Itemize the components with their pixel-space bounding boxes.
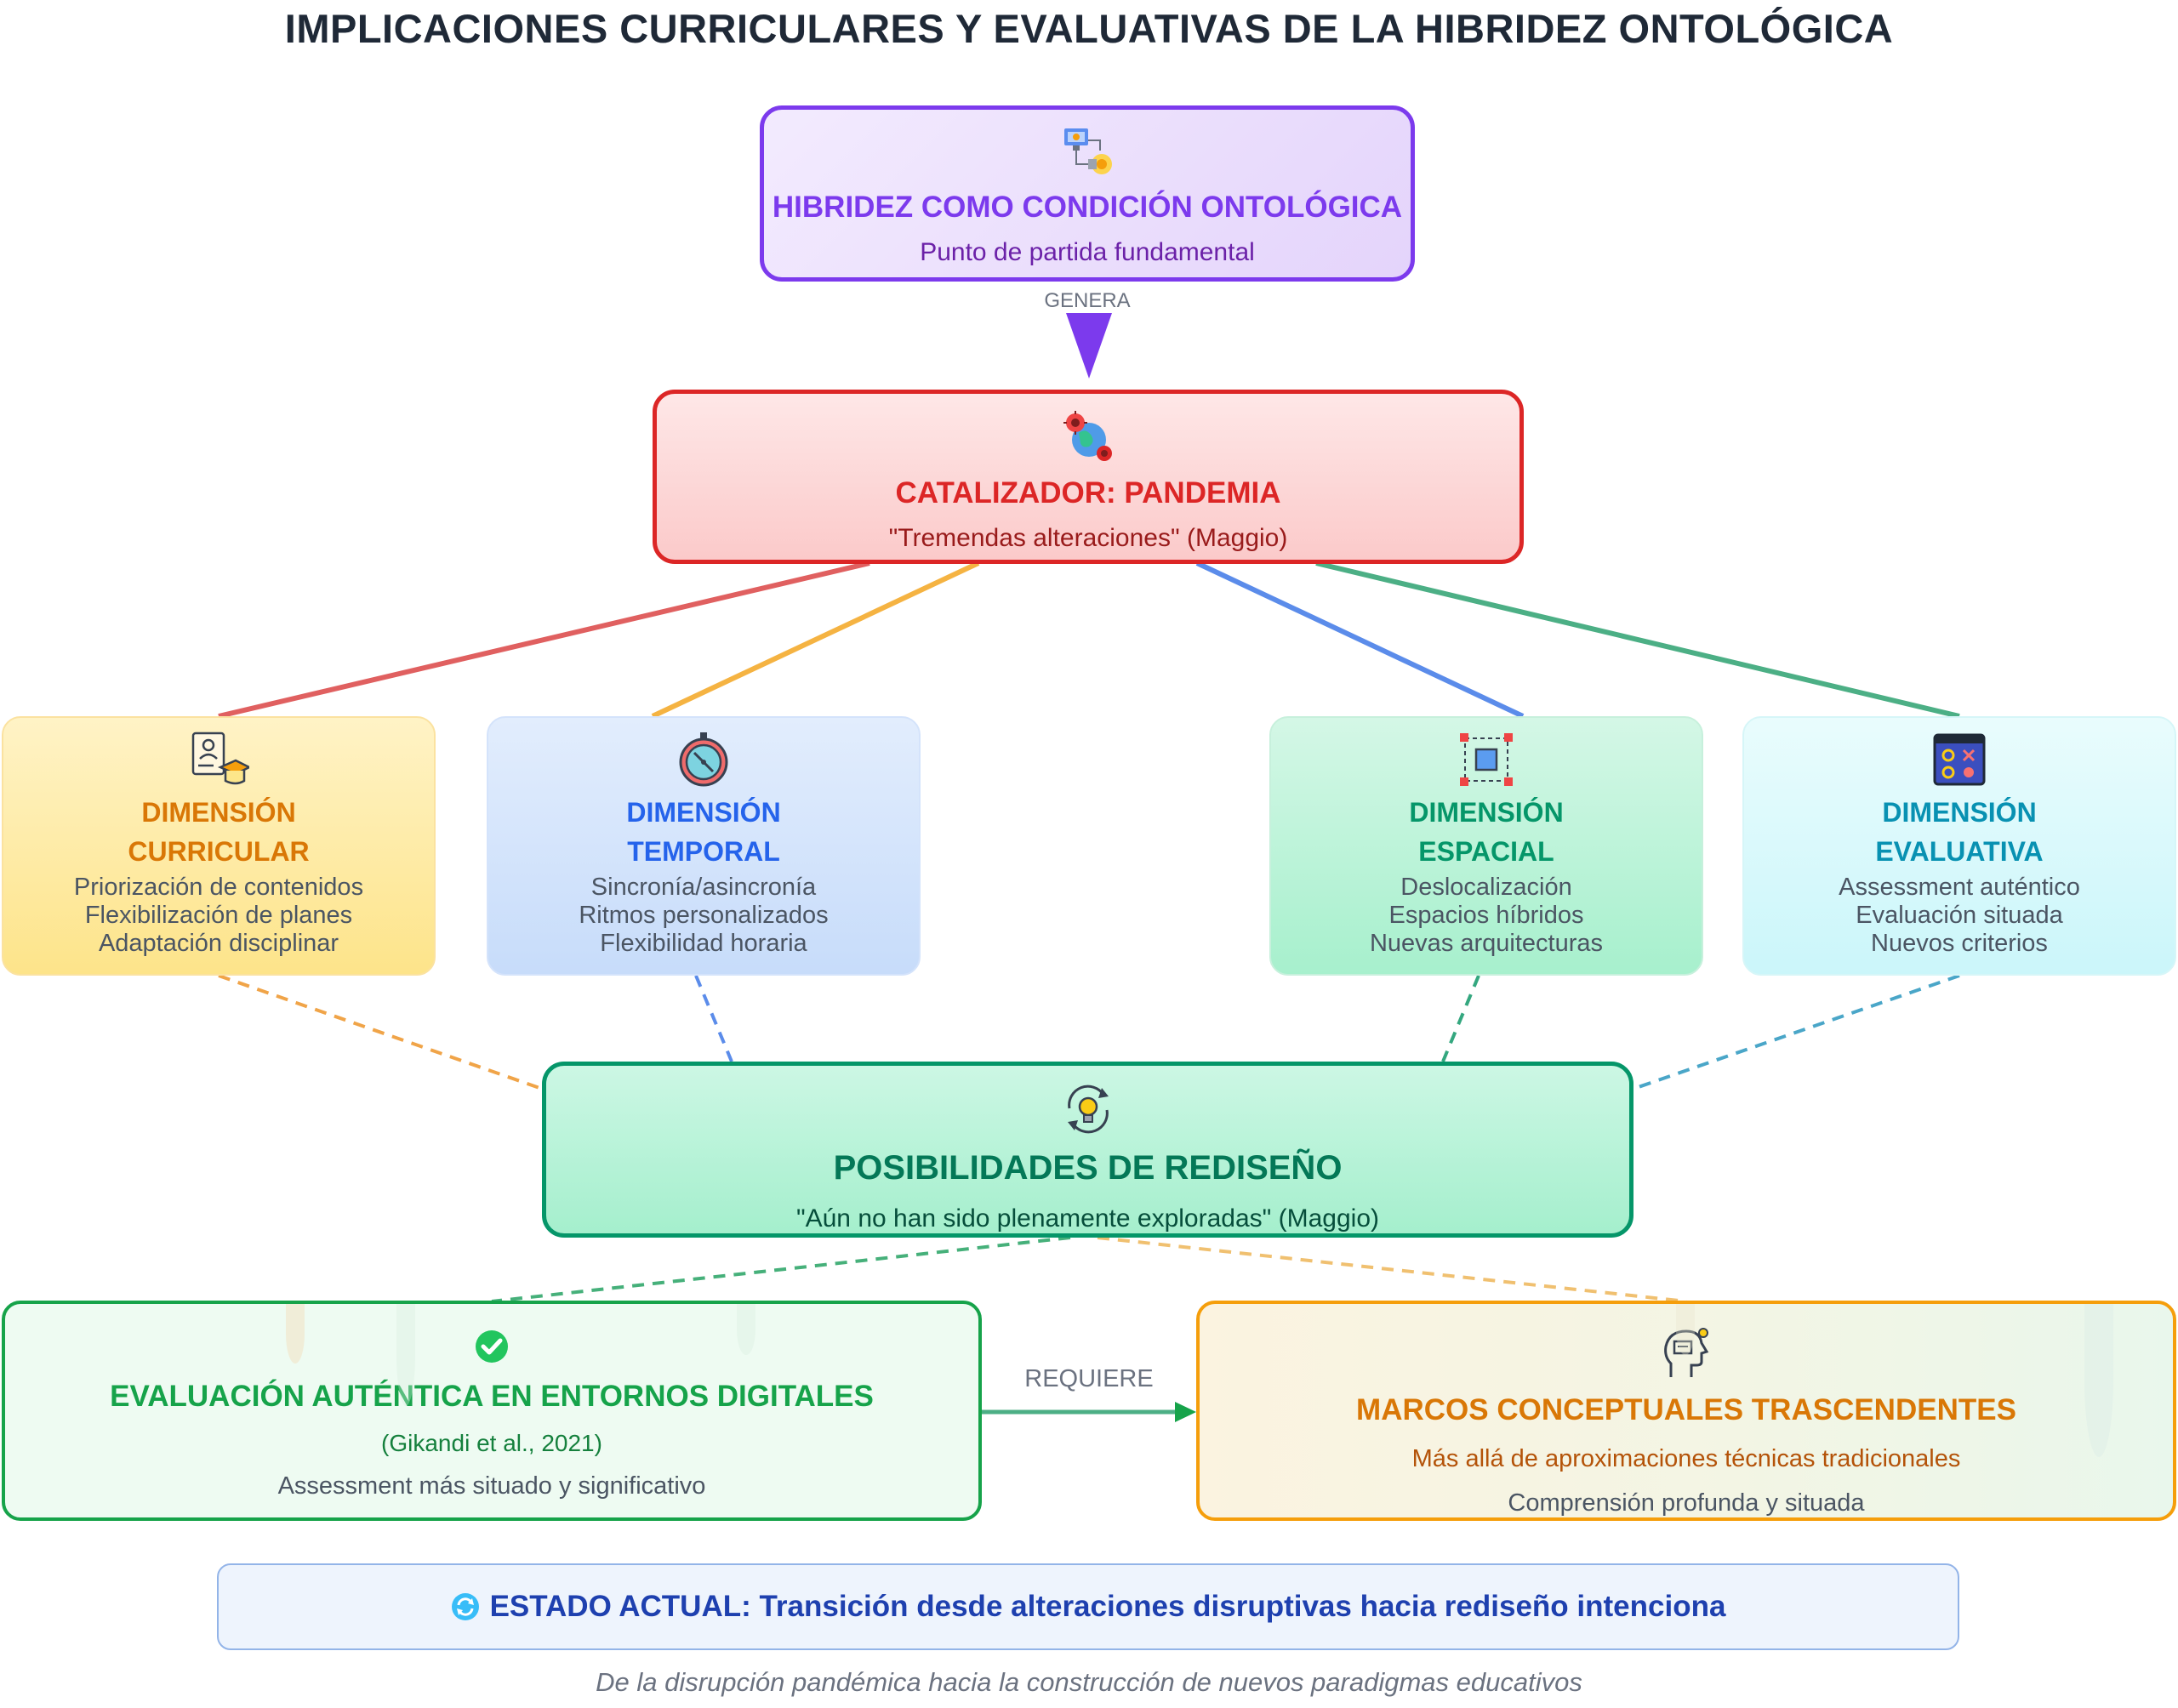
espacial-item: Espacios híbridos (1388, 902, 1584, 930)
evaluativa-item: Evaluación situada (1856, 902, 2063, 930)
genera-arrow (1066, 313, 1112, 379)
frameworks-line-1: Más allá de aproximaciones técnicas trad… (1411, 1445, 1961, 1472)
expand-space-icon (1457, 730, 1516, 789)
frameworks-heading: MARCOS CONCEPTUALES TRASCENDENTES (1356, 1393, 2016, 1426)
link-temporal-possibilities (694, 975, 733, 1062)
decorative-drip (396, 1304, 415, 1406)
decorative-drip (737, 1304, 755, 1355)
temporal-item: Ritmos personalizados (579, 902, 829, 930)
hybrid-network-icon (1058, 125, 1117, 181)
lightbulb-cycle-icon (1061, 1083, 1115, 1136)
ontological-hybridity-box: HIBRIDEZ COMO CONDICIÓN ONTOLÓGICA Punto… (760, 105, 1415, 282)
pandemic-heading: CATALIZADOR: PANDEMIA (895, 476, 1281, 510)
temporal-heading-1: DIMENSIÓN (626, 797, 781, 828)
dimension-temporal-box: DIMENSIÓN TEMPORAL Sincronía/asincronía … (487, 716, 921, 976)
decorative-drip (286, 1304, 305, 1364)
temporal-item: Flexibilidad horaria (600, 930, 807, 958)
authentic-subtitle: Assessment más situado y significativo (277, 1472, 706, 1500)
authentic-evaluation-box: EVALUACIÓN AUTÉNTICA EN ENTORNOS DIGITAL… (2, 1301, 982, 1521)
status-text: ESTADO ACTUAL: Transición desde alteraci… (489, 1590, 1726, 1623)
espacial-heading-1: DIMENSIÓN (1409, 797, 1564, 828)
link-pandemic-curricular (218, 561, 870, 719)
virus-globe-icon (1058, 409, 1118, 465)
link-espacial-possibilities (1441, 975, 1480, 1062)
top-subtitle: Punto de partida fundamental (920, 238, 1255, 266)
possibilities-heading: POSIBILIDADES DE REDISEÑO (833, 1149, 1343, 1187)
link-pandemic-espacial (1195, 561, 1525, 719)
frameworks-line-2: Comprensión profunda y situada (1508, 1489, 1865, 1517)
authentic-heading: EVALUACIÓN AUTÉNTICA EN ENTORNOS DIGITAL… (110, 1380, 874, 1413)
evaluativa-item: Nuevos criterios (1871, 930, 2048, 958)
evaluativa-heading-2: EVALUATIVA (1875, 836, 2044, 868)
dimension-evaluativa-box: DIMENSIÓN EVALUATIVA Assessment auténtic… (1742, 716, 2176, 976)
curricular-item: Adaptación disciplinar (98, 930, 339, 958)
curriculum-document-icon (188, 730, 249, 789)
current-status-bar: ESTADO ACTUAL: Transición desde alteraci… (217, 1563, 1959, 1650)
refresh-cycle-icon (451, 1592, 480, 1621)
requiere-arrowhead (1175, 1402, 1196, 1422)
check-circle-icon (475, 1329, 509, 1364)
curricular-heading-1: DIMENSIÓN (141, 797, 296, 828)
authentic-citation: (Gikandi et al., 2021) (381, 1430, 602, 1456)
decorative-drip (2084, 1304, 2113, 1457)
conceptual-frameworks-box: MARCOS CONCEPTUALES TRASCENDENTES Más al… (1196, 1301, 2176, 1521)
dimension-curricular-box: DIMENSIÓN CURRICULAR Priorización de con… (2, 716, 436, 976)
link-possibilities-authentic (491, 1236, 1071, 1303)
diagram-title: IMPLICACIONES CURRICULARES Y EVALUATIVAS… (284, 6, 1894, 51)
pandemic-subtitle: "Tremendas alteraciones" (Maggio) (888, 524, 1288, 552)
temporal-item: Sincronía/asincronía (590, 873, 817, 901)
link-pandemic-temporal (651, 561, 980, 719)
compass-clock-icon (674, 730, 733, 789)
redesign-possibilities-box: POSIBILIDADES DE REDISEÑO "Aún no han si… (542, 1062, 1634, 1238)
link-pandemic-evaluativa (1315, 561, 1960, 719)
espacial-heading-2: ESPACIAL (1418, 836, 1554, 868)
pandemic-catalyst-box: CATALIZADOR: PANDEMIA "Tremendas alterac… (653, 390, 1524, 564)
curricular-item: Priorización de contenidos (73, 873, 364, 901)
link-evaluativa-possibilities (1633, 974, 1960, 1090)
genera-label: GENERA (1044, 289, 1131, 312)
link-possibilities-frameworks (1097, 1236, 1687, 1303)
top-heading: HIBRIDEZ COMO CONDICIÓN ONTOLÓGICA (772, 191, 1403, 224)
footer-caption: De la disrupción pandémica hacia la cons… (596, 1667, 1582, 1697)
head-lightbulb-icon (1659, 1326, 1713, 1381)
evaluativa-item: Assessment auténtico (1839, 873, 2080, 901)
temporal-heading-2: TEMPORAL (627, 836, 780, 868)
curricular-item: Flexibilización de planes (84, 902, 353, 930)
curricular-heading-2: CURRICULAR (128, 836, 310, 868)
espacial-item: Nuevas arquitecturas (1369, 930, 1604, 958)
evaluation-board-icon (1930, 730, 1989, 789)
requiere-label: REQUIERE (1024, 1365, 1154, 1392)
possibilities-subtitle: "Aún no han sido plenamente exploradas" … (795, 1204, 1380, 1233)
espacial-item: Deslocalización (1400, 873, 1572, 901)
link-curricular-possibilities (218, 974, 543, 1090)
decorative-drip (1676, 1304, 1695, 1355)
evaluativa-heading-1: DIMENSIÓN (1882, 797, 2037, 828)
dimension-espacial-box: DIMENSIÓN ESPACIAL Deslocalización Espac… (1269, 716, 1703, 976)
